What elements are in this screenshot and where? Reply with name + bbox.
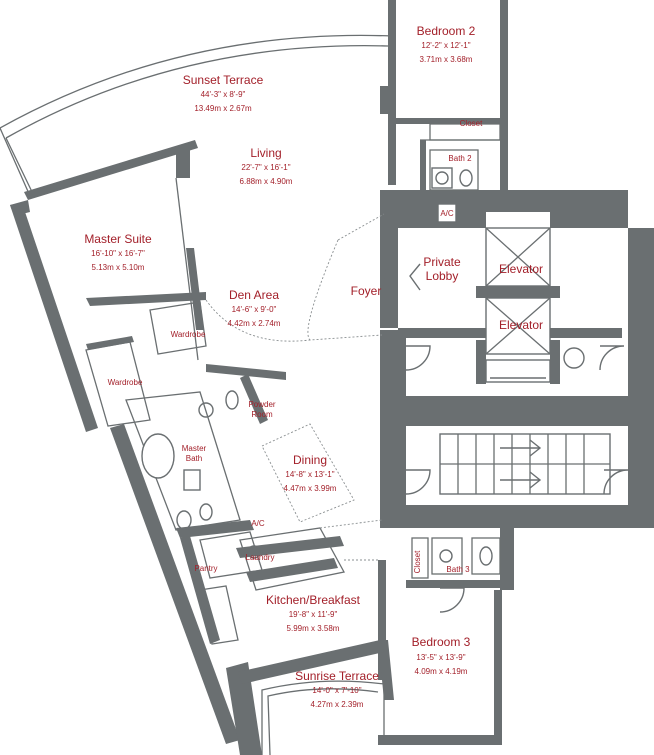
room-sunrise-terrace: Sunrise Terrace 14'-0" x 7'-10" 4.27m x …: [295, 669, 379, 709]
room-dim-m: 4.42m x 2.74m: [228, 319, 281, 328]
label-laundry: Laundry: [246, 553, 275, 562]
room-name: Sunset Terrace: [183, 73, 264, 87]
label-pantry: Pantry: [194, 564, 217, 573]
label-wardrobe-2: Wardrobe: [108, 378, 143, 387]
label-ac-mid: A/C: [251, 519, 265, 528]
room-dining: Dining 14'-8" x 13'-1" 4.47m x 3.99m: [284, 453, 337, 493]
label-bath3: Bath 3: [446, 565, 470, 574]
room-bedroom2: Bedroom 2 12'-2" x 12'-1" 3.71m x 3.68m: [417, 24, 476, 64]
room-dim-ft: 44'-3" x 8'-9": [201, 90, 246, 99]
room-dim-m: 4.09m x 4.19m: [415, 667, 468, 676]
room-dim-m: 3.71m x 3.68m: [420, 55, 473, 64]
sunset-terrace-outline: [0, 34, 393, 197]
room-name: Bedroom 3: [412, 635, 471, 649]
room-name: Sunrise Terrace: [295, 669, 379, 683]
label-lobby: Lobby: [426, 269, 459, 283]
room-dim-ft: 14'-8" x 13'-1": [285, 470, 334, 479]
label-powder: Powder: [248, 400, 275, 409]
fixtures: [141, 167, 493, 566]
room-name: Kitchen/Breakfast: [266, 593, 361, 607]
room-dim-m: 5.13m x 5.10m: [92, 263, 145, 272]
room-dim-ft: 13'-5" x 13'-9": [416, 653, 465, 662]
room-dim-m: 6.88m x 4.90m: [240, 177, 293, 186]
room-dim-ft: 14'-0" x 7'-10": [312, 686, 361, 695]
label-elevator-1: Elevator: [499, 262, 543, 276]
room-dim-m: 4.47m x 3.99m: [284, 484, 337, 493]
room-dim-m: 4.27m x 2.39m: [311, 700, 364, 709]
room-name: Den Area: [229, 288, 279, 302]
label-foyer: Foyer: [351, 284, 382, 298]
room-den-area: Den Area 14'-6" x 9'-0" 4.42m x 2.74m: [228, 288, 281, 328]
sunrise-terrace-outline: [261, 680, 385, 755]
room-bedroom3: Bedroom 3 13'-5" x 13'-9" 4.09m x 4.19m: [412, 635, 471, 676]
room-living: Living 22'-7" x 16'-1" 6.88m x 4.90m: [240, 146, 293, 186]
room-dim-ft: 19'-8" x 11'-9": [289, 610, 338, 619]
room-dim-m: 5.99m x 3.58m: [287, 624, 340, 633]
label-elevator-2: Elevator: [499, 318, 543, 332]
room-name: Bedroom 2: [417, 24, 476, 38]
stair: [439, 433, 611, 495]
label-private: Private: [423, 255, 461, 269]
room-dim-m: 13.49m x 2.67m: [194, 104, 252, 113]
label-bath2: Bath 2: [448, 154, 472, 163]
room-dim-ft: 16'-10" x 16'-7": [91, 249, 145, 258]
room-kitchen-breakfast: Kitchen/Breakfast 19'-8" x 11'-9" 5.99m …: [266, 593, 361, 633]
room-master-suite: Master Suite 16'-10" x 16'-7" 5.13m x 5.…: [84, 232, 152, 272]
interior-partitions: [85, 118, 629, 645]
label-closet-bottom: Closet: [413, 550, 422, 573]
room-name: Living: [250, 146, 281, 160]
label-room: Room: [251, 410, 273, 419]
room-name: Dining: [293, 453, 327, 467]
label-bath: Bath: [186, 454, 202, 463]
room-dim-ft: 14'-6" x 9'-0": [232, 305, 277, 314]
room-dim-ft: 22'-7" x 16'-1": [241, 163, 290, 172]
small-labels: Closet Bath 2 A/C Foyer Private Lobby El…: [108, 119, 543, 574]
label-ac-top: A/C: [440, 209, 454, 218]
room-dim-ft: 12'-2" x 12'-1": [421, 41, 470, 50]
label-wardrobe-1: Wardrobe: [171, 330, 206, 339]
room-name: Master Suite: [84, 232, 152, 246]
label-closet-top: Closet: [460, 119, 483, 128]
room-sunset-terrace: Sunset Terrace 44'-3" x 8'-9" 13.49m x 2…: [183, 73, 264, 113]
label-master: Master: [182, 444, 207, 453]
